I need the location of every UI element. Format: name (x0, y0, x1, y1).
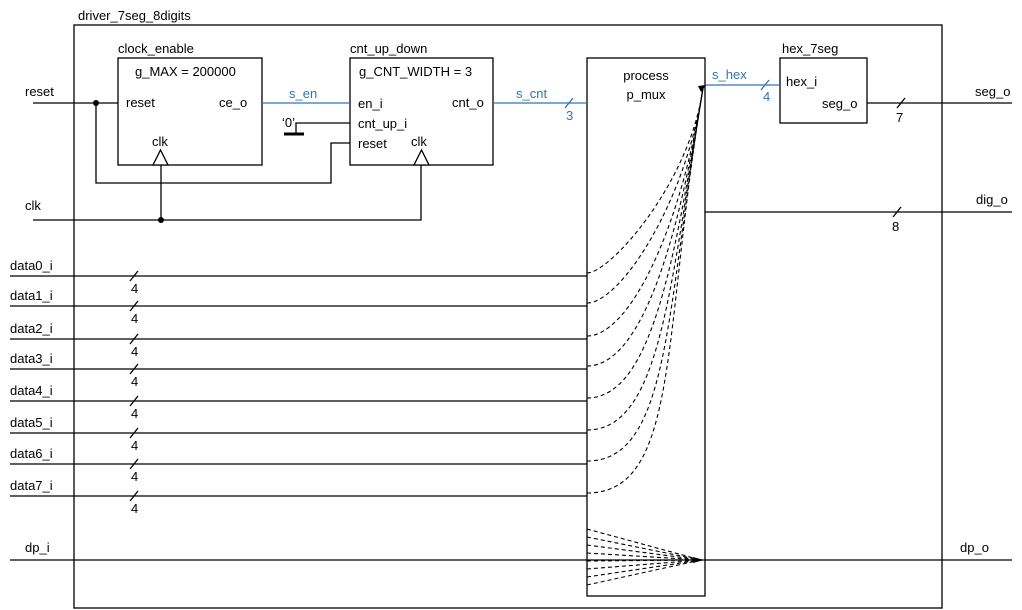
cnt-up-down-label: cnt_up_down (350, 41, 427, 56)
cnt-up-down-clk-port: clk (411, 134, 427, 149)
data6-bus-slash (129, 458, 139, 470)
dp-fan-line (586, 559, 702, 562)
data7-mux-path (586, 87, 704, 494)
dp-mux-fan (586, 528, 702, 586)
data7-input-label: data7_i (10, 478, 53, 493)
cnt-up-down-en-port: en_i (358, 96, 383, 111)
data6-width: 4 (131, 469, 138, 484)
hex-7seg-block (779, 57, 868, 124)
s-hex-width: 4 (763, 89, 770, 104)
clk-junction-dot (158, 217, 164, 223)
reset-to-counter-wire (95, 103, 350, 184)
dig-output-label: dig_o (976, 192, 1008, 207)
clock-enable-ce-port: ce_o (219, 95, 247, 110)
data3-width: 4 (131, 374, 138, 389)
dp-input-label: dp_i (25, 540, 50, 555)
clock-enable-clk-port: clk (152, 134, 168, 149)
data1-mux-path (586, 87, 704, 304)
reset-input-label: reset (25, 84, 54, 99)
cnt-up-down-reset-port: reset (358, 136, 387, 151)
data2-input-label: data2_i (10, 321, 53, 336)
data7-width: 4 (131, 501, 138, 516)
hex-7seg-label: hex_7seg (782, 41, 838, 56)
dig-output-width: 8 (892, 219, 899, 234)
hex-7seg-hex-port: hex_i (786, 74, 817, 89)
clock-enable-label: clock_enable (118, 41, 194, 56)
data0-mux-path (586, 87, 704, 274)
seg-output-label: seg_o (975, 84, 1010, 99)
reset-junction-dot (93, 100, 99, 106)
data4-bus-slash (129, 395, 139, 407)
data5-bus-slash (129, 427, 139, 439)
data1-bus-slash (129, 300, 139, 312)
clock-enable-generic: g_MAX = 200000 (135, 64, 236, 79)
cnt-up-down-cnt-port: cnt_o (452, 95, 484, 110)
dp-fan-line (586, 559, 702, 570)
data6-input-label: data6_i (10, 446, 53, 461)
cnt-up-down-generic: g_CNT_WIDTH = 3 (359, 64, 472, 79)
clk-input-label: clk (25, 198, 41, 213)
s-cnt-width: 3 (566, 108, 573, 123)
data5-mux-path (586, 87, 704, 431)
data2-width: 4 (131, 344, 138, 359)
data-inputs-group: data0_i 4 data1_i 4 data2_i 4 data3_i 4 data4_i 4… (10, 85, 706, 516)
dp-fan-line (586, 528, 702, 561)
const-zero-wire (295, 122, 350, 134)
hex-7seg-seg-port: seg_o (822, 96, 857, 111)
s-en-label: s_en (289, 86, 317, 101)
data4-mux-path (586, 87, 704, 399)
s-cnt-bus-slash (564, 97, 574, 109)
s-hex-bus-slash (760, 79, 770, 91)
dig-output-bus-slash (892, 206, 902, 218)
data3-mux-path (586, 87, 704, 367)
process-label: process (623, 68, 669, 83)
top-entity-label: driver_7seg_8digits (78, 8, 191, 23)
data4-input-label: data4_i (10, 383, 53, 398)
dp-fan-line (586, 544, 702, 561)
cnt-up-down-block (349, 57, 494, 166)
cnt-up-down-cnt-up-port: cnt_up_i (358, 116, 407, 131)
data3-bus-slash (129, 363, 139, 375)
const-zero-label: ‘0’ (282, 115, 295, 130)
dp-output-label: dp_o (960, 540, 989, 555)
data2-bus-slash (129, 333, 139, 345)
seg-output-bus-slash (896, 97, 906, 109)
data1-input-label: data1_i (10, 288, 53, 303)
dp-fan-line (586, 559, 702, 586)
mux-output-arrow (698, 85, 706, 92)
data0-width: 4 (131, 281, 138, 296)
data3-input-label: data3_i (10, 351, 53, 366)
dp-fan-line (586, 552, 702, 561)
data7-bus-slash (129, 490, 139, 502)
process-name-label: p_mux (626, 87, 666, 102)
dp-fan-line (586, 559, 702, 578)
data2-mux-path (586, 87, 704, 337)
seg-output-width: 7 (896, 110, 903, 125)
clock-enable-reset-port: reset (126, 95, 155, 110)
data4-width: 4 (131, 406, 138, 421)
process-mux-block (586, 57, 706, 597)
data1-width: 4 (131, 311, 138, 326)
s-hex-label: s_hex (712, 67, 747, 82)
data0-bus-slash (129, 270, 139, 282)
data5-width: 4 (131, 438, 138, 453)
data0-input-label: data0_i (10, 258, 53, 273)
dp-fan-line (586, 536, 702, 561)
data5-input-label: data5_i (10, 415, 53, 430)
s-cnt-label: s_cnt (516, 86, 547, 101)
clock-enable-block (117, 57, 263, 166)
